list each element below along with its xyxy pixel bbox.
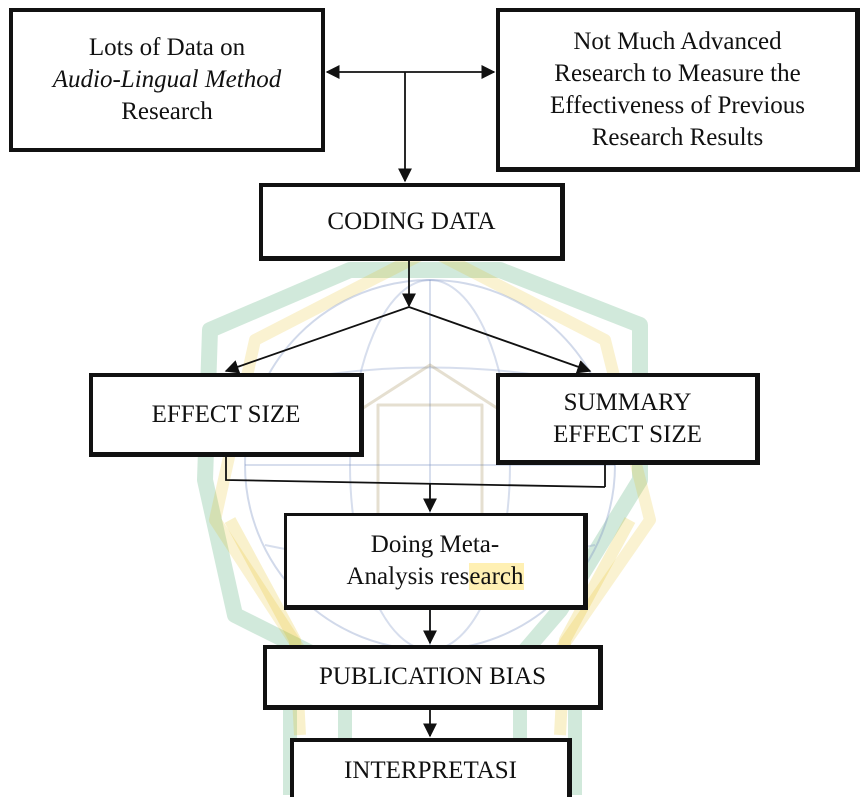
summary-effect-size-line-1: SUMMARY [563, 388, 692, 416]
doing-meta-analysis-box: Doing Meta- Analysis research [284, 513, 588, 610]
interpretasi-label: INTERPRETASI [344, 757, 517, 784]
coding-data-box: CODING DATA [259, 183, 565, 261]
publication-bias-label: PUBLICATION BIAS [318, 663, 547, 690]
not-much-research-line-4: Research Results [591, 123, 764, 151]
lots-of-data-line-3: Research [121, 98, 213, 125]
lots-of-data-line-2: Audio-Lingual Method [52, 66, 282, 93]
not-much-research-line-2: Research to Measure the [554, 59, 801, 87]
doing-meta-analysis-line-2: Analysis research [346, 561, 524, 593]
arrow-to-summary-effect-size [408, 306, 592, 374]
coding-data-label: CODING DATA [327, 207, 496, 235]
effect-size-label: EFFECT SIZE [151, 400, 301, 428]
not-much-research-box: Not Much Advanced Research to Measure th… [496, 8, 860, 172]
effect-size-box: EFFECT SIZE [89, 373, 364, 457]
watermark-building-roof [359, 363, 501, 412]
publication-bias-box: PUBLICATION BIAS [263, 645, 603, 710]
lots-of-data-line-1: Lots of Data on [88, 34, 246, 61]
interpretasi-box: INTERPRETASI [290, 738, 572, 797]
not-much-research-line-1: Not Much Advanced [573, 27, 782, 55]
not-much-research-line-3: Effectiveness of Previous [549, 91, 806, 119]
doing-meta-analysis-line-2-a: Analysis res [346, 562, 470, 590]
doing-meta-analysis-line-2-b: earch [469, 562, 524, 590]
merge-line-effect-size [225, 457, 606, 488]
doing-meta-analysis-line-1: Doing Meta- [370, 530, 500, 558]
arrow-to-effect-size [224, 306, 410, 374]
summary-effect-size-line-2: EFFECT SIZE [553, 420, 702, 448]
lots-of-data-box: Lots of Data on Audio-Lingual Method Res… [9, 8, 325, 152]
summary-effect-size-box: SUMMARY EFFECT SIZE [496, 373, 760, 465]
